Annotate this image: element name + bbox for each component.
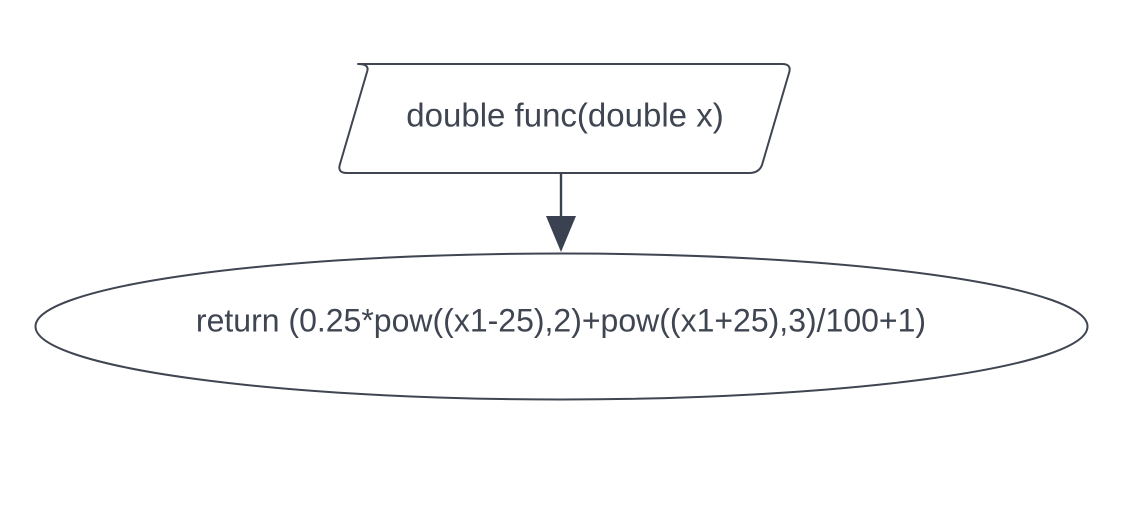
arrow-down-icon — [546, 216, 576, 252]
node-func-signature[interactable]: double func(double x) — [338, 63, 791, 174]
node-return-statement-label: return (0.25*pow((x1-25),2)+pow((x1+25),… — [196, 302, 926, 338]
edge-signature-to-return[interactable] — [546, 173, 576, 252]
node-return-statement[interactable]: return (0.25*pow((x1-25),2)+pow((x1+25),… — [34, 252, 1089, 401]
ellipse-shape — [34, 252, 1089, 401]
parallelogram-shape — [338, 63, 791, 174]
node-func-signature-label: double func(double x) — [406, 97, 723, 134]
